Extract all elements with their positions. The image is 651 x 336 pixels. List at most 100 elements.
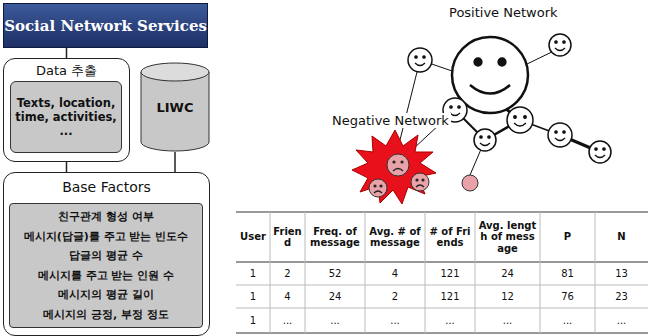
drawing-path — [416, 185, 424, 187]
happy-face-features — [415, 41, 605, 158]
drawing-line — [475, 212, 476, 333]
table-cell: ... — [596, 309, 647, 332]
table-cell: ... — [541, 309, 594, 332]
table-cell: 4 — [271, 286, 304, 307]
drawing-line — [236, 308, 648, 309]
table-cell: 121 — [426, 286, 474, 307]
negative-burst — [352, 130, 436, 204]
drawing-circle — [411, 173, 429, 191]
table-cell: 1 — [237, 286, 269, 307]
drawing-line — [595, 212, 596, 333]
drawing-line — [236, 262, 648, 263]
drawing-path — [595, 155, 605, 158]
drawing-circle — [474, 58, 482, 66]
table-header: Avg. length of message — [476, 213, 539, 261]
drawing-line — [540, 212, 541, 333]
drawing-circle — [423, 56, 425, 58]
data-box: Texts, location, time, activities, ... — [10, 81, 122, 153]
table-cell: ... — [426, 309, 474, 332]
drawing-line — [305, 212, 306, 333]
drawing-circle — [480, 136, 482, 138]
table-cell: 1 — [237, 309, 269, 332]
drawing-circle — [380, 185, 382, 187]
drawing-circle — [498, 58, 506, 66]
drawing-path — [555, 138, 565, 141]
drawing-circle — [555, 41, 557, 43]
drawing-circle — [589, 141, 611, 163]
connector — [66, 48, 68, 58]
table-cell: 1 — [237, 263, 269, 284]
drawing-circle — [595, 148, 597, 150]
drawing-path — [374, 191, 382, 193]
table-cell: ... — [271, 309, 304, 332]
table-cell: 4 — [366, 263, 424, 284]
drawing-line — [236, 333, 648, 334]
extract-box: Data 추출 Texts, location, time, activities… — [3, 58, 130, 162]
drawing-circle — [369, 179, 387, 197]
drawing-circle — [524, 116, 527, 119]
happy-faces — [408, 34, 611, 163]
drawing-circle — [548, 123, 572, 147]
node-text: 메시지의 평균 길이 — [58, 287, 154, 302]
drawing-path — [470, 85, 510, 94]
cylinder-body — [141, 72, 209, 151]
drawing-circle — [549, 34, 571, 56]
table-cell: ... — [476, 309, 539, 332]
table-header: Avg. # of message — [366, 213, 424, 261]
drawing-circle — [563, 131, 565, 133]
drawing-circle — [387, 154, 409, 176]
table-cell: 12 — [476, 286, 539, 307]
node-text: 친구관계 형성 여부 — [58, 209, 154, 224]
node-text: Social Network Services — [4, 17, 207, 35]
drawing-circle — [603, 148, 605, 150]
table-cell: ... — [366, 309, 424, 332]
drawing-circle — [408, 48, 432, 72]
drawing-circle — [462, 175, 478, 191]
box-heading: Base Factors — [4, 179, 209, 195]
drawing-line — [270, 212, 271, 333]
table-cell: 52 — [306, 263, 364, 284]
node-text: 메시지의 긍정, 부정 정도 — [43, 307, 169, 322]
drawing-circle — [422, 179, 424, 181]
node-text: LIWC — [156, 100, 193, 115]
network-label: Negative Network — [330, 113, 451, 128]
node-text: 답글의 평균 수 — [69, 248, 143, 263]
connector — [174, 152, 176, 172]
table-cell: 2 — [271, 263, 304, 284]
node-text: 메시지를 주고 받는 인원 수 — [38, 268, 174, 283]
drawing-circle — [416, 179, 418, 181]
drawing-line — [236, 212, 648, 213]
table-cell: 2 — [366, 286, 424, 307]
factor-list: 친구관계 형성 여부메시지(답글)를 주고 받는 빈도수답글의 평균 수메시지를… — [9, 203, 203, 328]
table-header: N — [596, 213, 647, 261]
table-cell: 76 — [541, 286, 594, 307]
drawing-path — [555, 48, 565, 51]
drawing-circle — [393, 161, 395, 163]
table-cell: 81 — [541, 263, 594, 284]
drawing-path — [514, 123, 526, 126]
drawing-circle — [507, 107, 533, 133]
drawing-circle — [474, 129, 496, 151]
table-header: User — [237, 213, 269, 261]
drawing-circle — [488, 136, 490, 138]
drawing-line — [236, 285, 648, 286]
drawing-circle — [563, 41, 565, 43]
table-cell: 121 — [426, 263, 474, 284]
connector — [66, 162, 68, 172]
database-cylinder: LIWC — [140, 62, 210, 152]
table-cell: 13 — [596, 263, 647, 284]
table-cell: 24 — [476, 263, 539, 284]
node-text: Texts, location, time, activities, ... — [14, 96, 118, 138]
box-heading: Data 추출 — [4, 62, 129, 80]
factor-box: Base Factors 친구관계 형성 여부메시지(답글)를 주고 받는 빈도수… — [3, 172, 210, 336]
service-box: Social Network Services — [3, 3, 208, 48]
drawing-circle — [458, 106, 460, 108]
node-text: 메시지(답글)를 주고 받는 빈도수 — [24, 229, 189, 244]
table-cell: ... — [306, 309, 364, 332]
sad-faces — [369, 154, 478, 197]
cylinder-top — [141, 63, 209, 81]
drawing-circle — [514, 116, 517, 119]
table-rules — [236, 212, 648, 333]
drawing-circle — [374, 185, 376, 187]
table-header: Friend — [271, 213, 304, 261]
